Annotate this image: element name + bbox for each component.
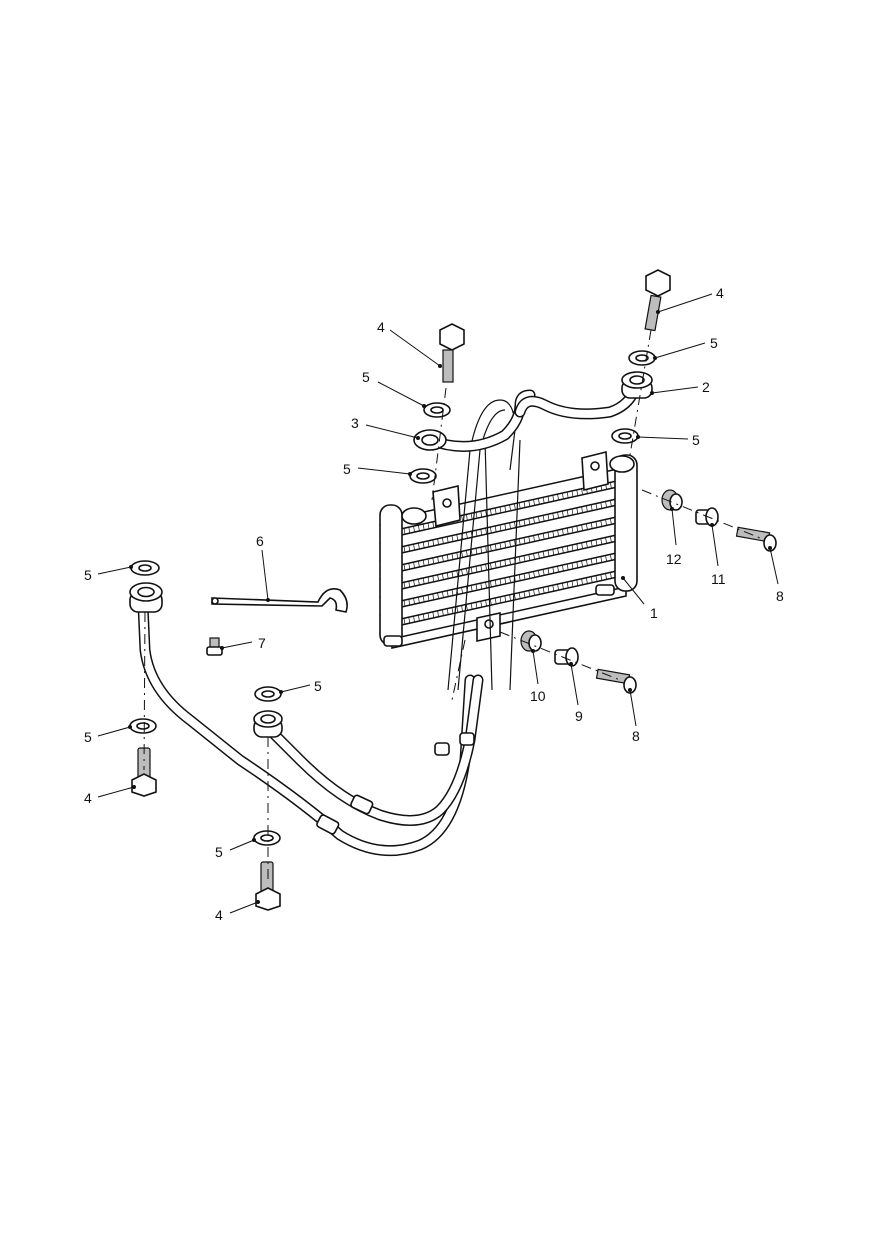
callout-label-9: 9 [575, 708, 583, 724]
callout-11: 11 [710, 523, 726, 587]
callout-5a: 5 [362, 369, 426, 408]
callout-label-5f: 5 [84, 729, 92, 745]
banjo-fitting-left [129, 582, 163, 613]
callout-label-8b: 8 [632, 728, 640, 744]
callout-2: 2 [650, 379, 710, 395]
grommet-upper [661, 489, 683, 511]
callout-label-3: 3 [351, 415, 359, 431]
callout-5e: 5 [84, 565, 133, 583]
banjo-fitting-right [253, 710, 283, 738]
callout-label-5e: 5 [84, 567, 92, 583]
callout-label-5h: 5 [215, 844, 223, 860]
oil-pipe-2 [514, 382, 641, 420]
bracket-screw [206, 637, 223, 656]
callout-label-10: 10 [530, 688, 546, 704]
banjo-bolt-upper-right [644, 269, 671, 332]
callout-12: 12 [666, 507, 682, 567]
callout-5f: 5 [84, 725, 132, 745]
callout-label-1: 1 [650, 605, 658, 621]
oil-pipe-lower-right [262, 674, 484, 826]
pipe-clip-bracket [211, 588, 348, 613]
callout-5h: 5 [215, 838, 256, 860]
callout-5d: 5 [636, 432, 700, 448]
assembly-centre-lines [143, 329, 761, 880]
callout-3: 3 [351, 415, 420, 440]
callout-4b: 4 [656, 285, 724, 314]
callout-5g: 5 [279, 678, 322, 694]
callout-label-5d: 5 [692, 432, 700, 448]
callout-5b: 5 [343, 461, 412, 477]
bolt-lower [595, 668, 637, 694]
grommet-lower [520, 630, 542, 652]
banjo-bolt-left [131, 747, 157, 797]
spacer-upper [695, 507, 719, 527]
callout-8b: 8 [628, 688, 640, 744]
callout-7: 7 [220, 635, 266, 651]
callout-label-5g: 5 [314, 678, 322, 694]
callout-4c: 4 [84, 785, 136, 806]
callout-label-5c: 5 [710, 335, 718, 351]
callout-4a: 4 [377, 319, 442, 368]
callout-label-6: 6 [256, 533, 264, 549]
oil-pipe-lower-left [137, 599, 476, 857]
callout-10: 10 [530, 649, 546, 704]
callout-label-2: 2 [702, 379, 710, 395]
pipe-sleeves [316, 732, 475, 835]
callout-label-4d: 4 [215, 907, 223, 923]
oil-cooler [379, 450, 638, 649]
bolt-upper [735, 526, 777, 552]
callout-label-11: 11 [711, 571, 726, 587]
callouts: 1 2 3 4 4 4 4 5 5 5 5 5 5 5 5 6 [84, 285, 784, 923]
banjo-fitting-3 [413, 429, 447, 451]
callout-label-4b: 4 [716, 285, 724, 301]
banjo-bolt-upper-left [439, 323, 465, 383]
callout-4d: 4 [215, 900, 260, 923]
oil-pipe-3 [424, 389, 536, 452]
callout-1: 1 [621, 576, 658, 621]
callout-8a: 8 [768, 546, 784, 604]
callout-label-5a: 5 [362, 369, 370, 385]
callout-label-12: 12 [666, 551, 682, 567]
callout-9: 9 [569, 662, 583, 724]
callout-label-4a: 4 [377, 319, 385, 335]
callout-label-8a: 8 [776, 588, 784, 604]
callout-label-4c: 4 [84, 790, 92, 806]
spacer-lower [554, 647, 579, 667]
callout-label-5b: 5 [343, 461, 351, 477]
callout-label-7: 7 [258, 635, 266, 651]
banjo-fitting-2 [621, 371, 653, 399]
banjo-bolt-lower [255, 861, 281, 911]
callout-6: 6 [256, 533, 270, 602]
callout-5c: 5 [653, 335, 718, 360]
